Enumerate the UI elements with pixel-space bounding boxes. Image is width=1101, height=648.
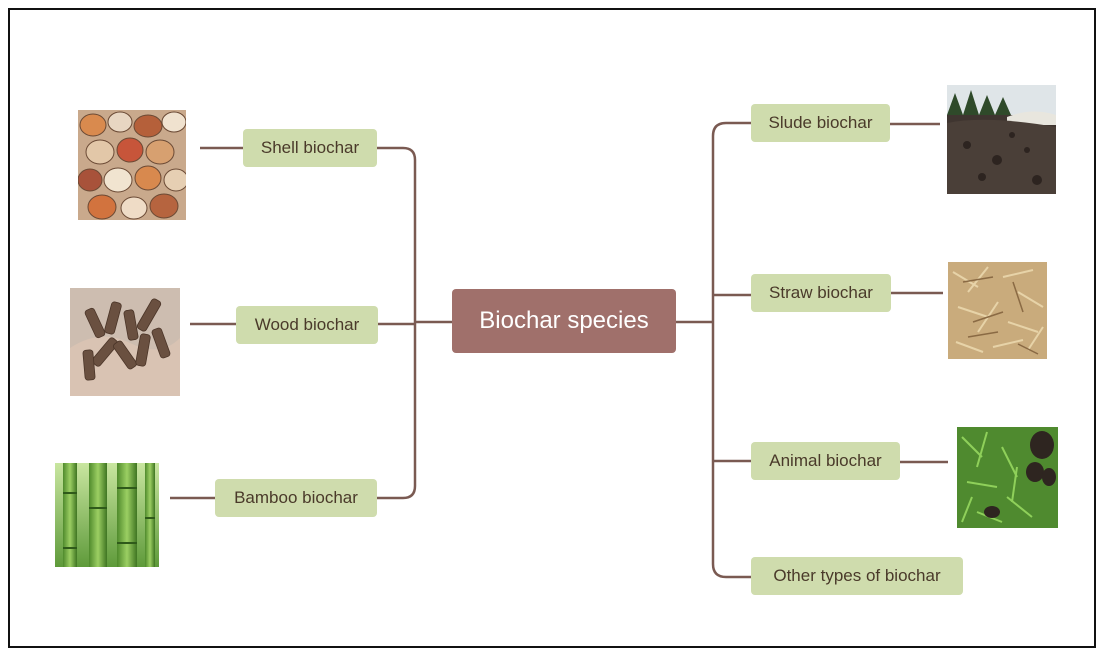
node-wood-biochar: Wood biochar [236, 306, 378, 344]
wood-pellets-photo [70, 288, 180, 396]
node-straw-biochar: Straw biochar [751, 274, 891, 312]
node-other-biochar: Other types of biochar [751, 557, 963, 595]
node-bamboo-biochar: Bamboo biochar [215, 479, 377, 517]
connector-lines [170, 121, 948, 579]
node-slude-biochar: Slude biochar [751, 104, 890, 142]
sludge-field-photo [947, 85, 1056, 194]
node-shell-biochar: Shell biochar [243, 129, 377, 167]
node-animal-biochar: Animal biochar [751, 442, 900, 480]
central-node: Biochar species [452, 289, 676, 353]
bamboo-stalks-photo [55, 463, 159, 567]
straw-pile-photo [948, 262, 1047, 359]
seashells-photo [78, 110, 186, 220]
manure-on-grass-photo [957, 427, 1058, 528]
